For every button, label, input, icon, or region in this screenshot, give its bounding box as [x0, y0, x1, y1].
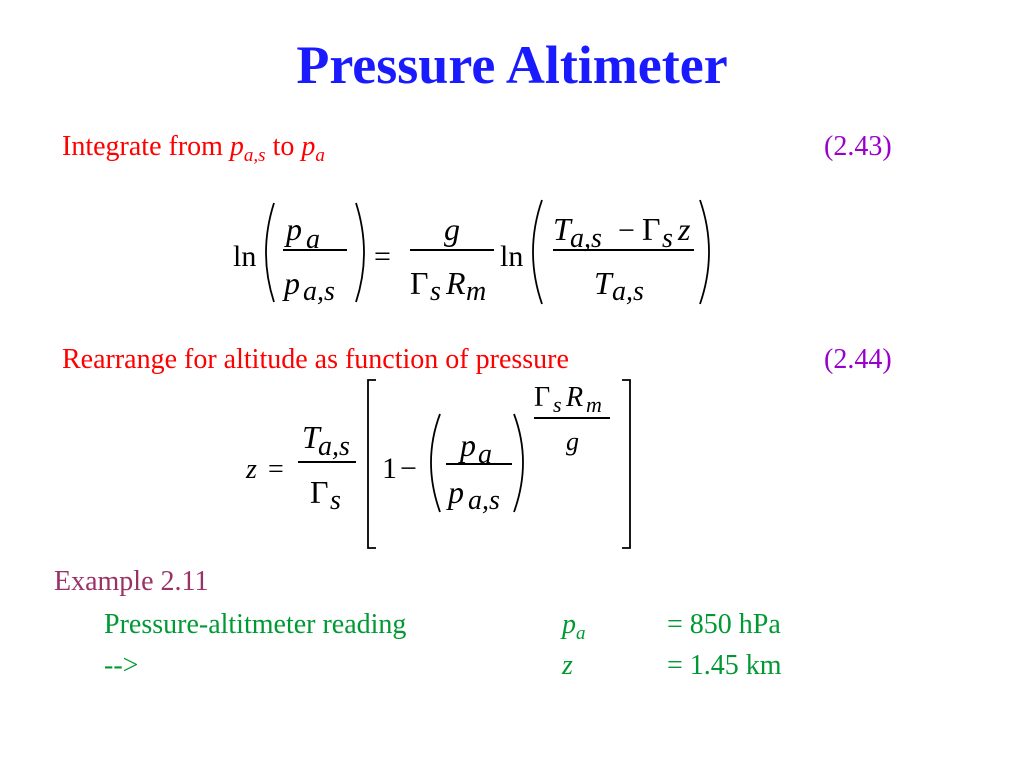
- step1-mid: to: [265, 131, 302, 162]
- eq1-den-T-sub: a,s: [612, 276, 644, 307]
- eq1-gamma-sub: s: [430, 276, 441, 307]
- eq1-ln-right: ln: [500, 240, 523, 273]
- step1-var2: p: [301, 131, 316, 162]
- eq1-num-p: p: [284, 211, 302, 247]
- eq2-one: 1: [382, 452, 397, 485]
- eq2-den-p: p: [446, 474, 464, 510]
- eq1-paren-right-close: [699, 199, 710, 305]
- eq1-R: R: [445, 265, 466, 301]
- example-row1-var-symbol: p: [562, 609, 576, 640]
- eq2-bracket-close: [622, 379, 631, 549]
- eq2-minus: −: [400, 452, 417, 485]
- step2-text: Rearrange for altitude as function of pr…: [62, 344, 569, 375]
- eq2-exp-R-sub: m: [586, 392, 602, 417]
- eq1-paren-right-open: [532, 199, 543, 305]
- eq1-ln-left: ln: [233, 240, 256, 273]
- step1-text: Integrate from pa,s to pa: [62, 131, 325, 167]
- eq1-g: g: [444, 211, 460, 247]
- step1-var1-sub: a,s: [243, 145, 266, 166]
- example-row1-label: Pressure-altitmeter reading: [104, 609, 407, 640]
- step1-prefix: Integrate from: [62, 131, 230, 162]
- eq1-T-sub: a,s: [570, 223, 602, 254]
- eq2-den-p-sub: a,s: [468, 485, 500, 516]
- example-row2-label: -->: [104, 650, 139, 681]
- example-title: Example 2.11: [54, 566, 209, 597]
- example-row1-value: = 850 hPa: [667, 609, 781, 640]
- eq1-z: z: [677, 211, 691, 247]
- eq1-den-T: T: [594, 265, 614, 301]
- eq2-num-p-sub: a: [478, 439, 492, 470]
- slide-title: Pressure Altimeter: [296, 35, 728, 95]
- eq1-T: T: [553, 211, 573, 247]
- eq1-num-p-sub: a: [306, 224, 320, 255]
- eq2-equals: =: [268, 454, 284, 485]
- eq2-paren-open: [430, 413, 441, 513]
- eq1-den-p-sub: a,s: [303, 276, 335, 307]
- eq-number-2-43: (2.43): [824, 131, 892, 162]
- eq1-paren-left-open: [265, 202, 275, 303]
- eq2-gamma: Γ: [310, 474, 329, 510]
- eq2-exp-gamma: Γ: [534, 382, 550, 413]
- example-row2-value: = 1.45 km: [667, 650, 782, 681]
- eq2-T: T: [302, 419, 322, 455]
- eq1-den-p: p: [282, 265, 300, 301]
- eq1-minus: −: [618, 214, 635, 247]
- example-row2-var: z: [562, 650, 573, 681]
- eq1-gamma2: Γ: [642, 211, 661, 247]
- eq1-equals: =: [374, 240, 391, 273]
- eq2-num-p: p: [458, 427, 476, 463]
- step1-var1: p: [229, 131, 244, 162]
- eq2-z: z: [245, 454, 257, 485]
- step1-var2-sub: a: [315, 145, 325, 166]
- eq1-gamma: Γ: [410, 265, 429, 301]
- eq2-paren-close: [513, 413, 524, 513]
- eq2-gamma-sub: s: [330, 485, 341, 516]
- eq1-gamma2-sub: s: [662, 223, 673, 254]
- example-row1-var-sub: a: [576, 623, 586, 644]
- eq2-exp-g: g: [566, 427, 579, 456]
- eq2-exp-R: R: [565, 382, 583, 413]
- eq2-exp-gamma-sub: s: [553, 392, 562, 417]
- eq-number-2-44: (2.44): [824, 344, 892, 375]
- example-row1-var: pa: [562, 609, 586, 645]
- eq1-paren-left-close: [355, 202, 365, 303]
- eq1-R-sub: m: [466, 276, 486, 307]
- eq2-T-sub: a,s: [318, 431, 350, 462]
- eq2-bracket-open: [367, 379, 376, 549]
